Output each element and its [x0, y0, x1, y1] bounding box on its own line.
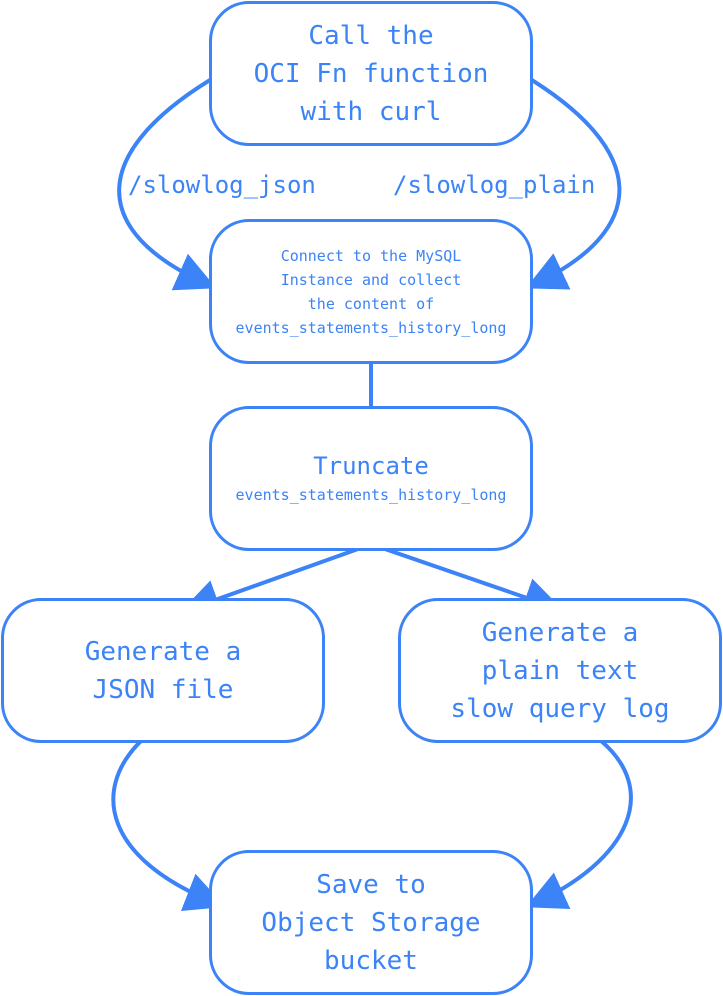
- call-function-line-3: with curl: [300, 96, 442, 127]
- call-function-line-1: Call the: [308, 20, 434, 51]
- edge-json-to-save: [111, 738, 226, 912]
- generate-plain-line-2: plain text: [481, 655, 639, 686]
- call-function-node: Call the OCI Fn function with curl: [209, 1, 533, 146]
- generate-json-line-2: JSON file: [92, 674, 234, 705]
- generate-json-node: Generate a JSON file: [1, 598, 325, 743]
- edge-plain-to-save: [525, 738, 633, 909]
- call-function-line-2: OCI Fn function: [253, 58, 489, 89]
- save-object-storage-line-3: bucket: [324, 945, 418, 976]
- save-object-storage-line-1: Save to: [316, 869, 426, 900]
- edge-call-to-connect-plain: [520, 72, 622, 290]
- save-object-storage-line-2: Object Storage: [261, 907, 481, 938]
- truncate-subtitle: events_statements_history_long: [235, 485, 507, 504]
- generate-plain-log-node: Generate a plain text slow query log: [398, 598, 722, 743]
- connect-mysql-line-2: Instance and collect: [280, 270, 462, 289]
- generate-plain-line-3: slow query log: [450, 693, 670, 724]
- generate-plain-line-1: Generate a: [481, 617, 639, 648]
- connect-mysql-line-4: events_statements_history_long: [235, 318, 507, 337]
- truncate-table-node: Truncate events_statements_history_long: [209, 406, 533, 551]
- truncate-title: Truncate: [313, 451, 429, 480]
- save-object-storage-node: Save to Object Storage bucket: [209, 850, 533, 995]
- connect-mysql-line-1: Connect to the MySQL: [280, 246, 462, 265]
- connect-mysql-line-3: the content of: [307, 294, 435, 313]
- connect-mysql-node: Connect to the MySQL Instance and collec…: [209, 219, 533, 364]
- json-route-label: /slowlog_json: [128, 171, 316, 199]
- generate-json-line-1: Generate a: [84, 636, 242, 667]
- edge-call-to-connect-json: [117, 72, 222, 291]
- plain-route-label: /slowlog_plain: [393, 171, 596, 199]
